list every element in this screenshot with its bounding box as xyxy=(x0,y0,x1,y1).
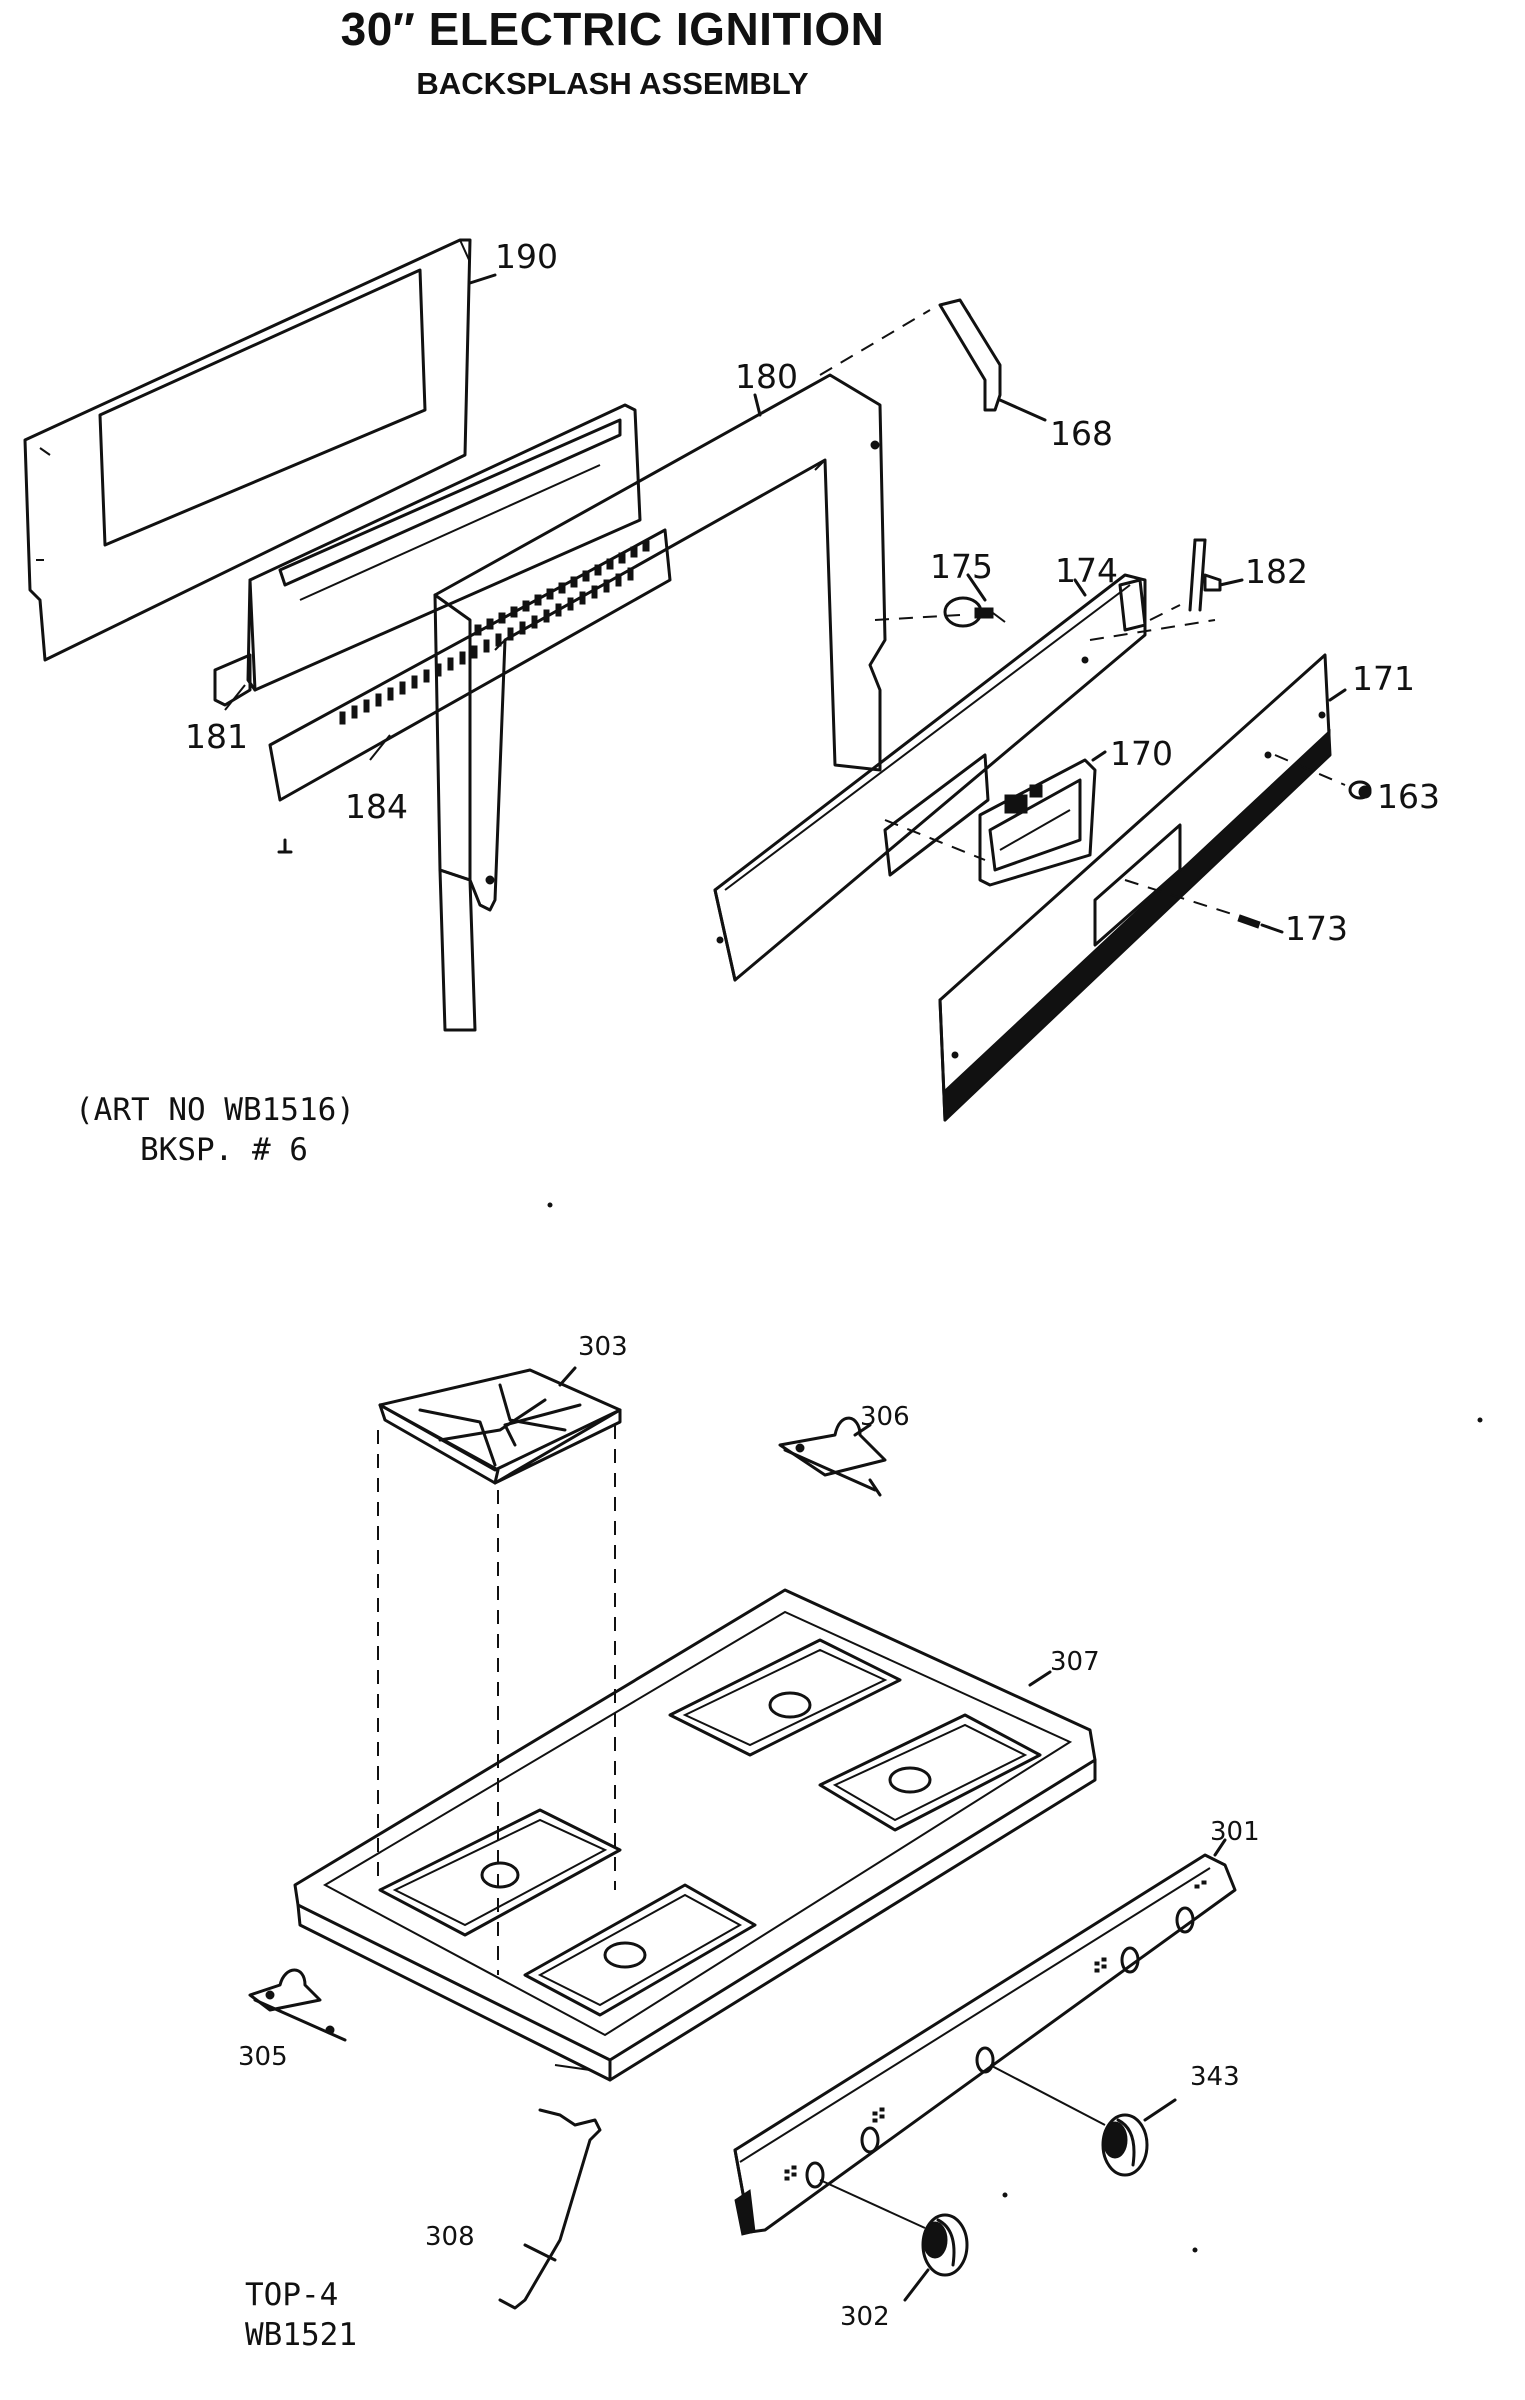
part-343-control-knob xyxy=(989,2064,1177,2177)
label-163: 163 xyxy=(1377,777,1440,816)
part-308-wire-rod xyxy=(498,2108,602,2310)
backsplash-art-number: (ART NO WB1516) xyxy=(75,1092,355,1128)
label-175: 175 xyxy=(930,547,993,586)
part-303-burner-grate xyxy=(378,1366,622,1485)
label-182: 182 xyxy=(1245,552,1308,591)
part-182-bracket xyxy=(1149,538,1244,621)
diagram-title: 30″ ELECTRIC IGNITION xyxy=(340,3,885,55)
label-190: 190 xyxy=(495,237,558,276)
part-301-control-strip xyxy=(733,1838,1237,2236)
speck-mark xyxy=(1002,2192,1008,2198)
speck-mark xyxy=(547,1202,553,1208)
connector-line xyxy=(1089,619,1216,641)
part-306-mounting-bracket xyxy=(778,1416,887,1497)
part-302-control-knob xyxy=(819,2179,969,2302)
label-307: 307 xyxy=(1050,1647,1100,1677)
part-171-front-panel xyxy=(938,653,1347,1122)
label-171: 171 xyxy=(1352,659,1415,698)
label-306: 306 xyxy=(860,1402,910,1432)
label-301: 301 xyxy=(1210,1817,1260,1847)
label-181: 181 xyxy=(185,717,248,756)
label-302: 302 xyxy=(840,2302,890,2332)
speck-mark xyxy=(1192,2247,1198,2253)
label-180: 180 xyxy=(735,357,798,396)
part-170-clock-module xyxy=(978,750,1107,887)
part-163-grommet xyxy=(1274,754,1372,800)
label-173: 173 xyxy=(1285,909,1348,948)
label-308: 308 xyxy=(425,2222,475,2252)
part-174-control-panel xyxy=(713,573,1147,982)
connector-line xyxy=(884,819,986,861)
label-184: 184 xyxy=(345,787,408,826)
part-305-mounting-bracket xyxy=(248,1968,347,2042)
part-175-switch xyxy=(943,573,1006,628)
label-305: 305 xyxy=(238,2042,288,2072)
part-307-cooktop xyxy=(293,1588,1097,2082)
label-303: 303 xyxy=(578,1332,628,1362)
part-190-back-panel xyxy=(23,238,497,662)
top-code: TOP-4 xyxy=(245,2277,338,2313)
label-168: 168 xyxy=(1050,414,1113,453)
part-168-end-cap xyxy=(819,298,1047,422)
part-180-frame xyxy=(433,373,887,1032)
backsplash-code: BKSP. # 6 xyxy=(140,1132,308,1168)
speck-mark xyxy=(1477,1417,1483,1423)
top-art-number: WB1521 xyxy=(245,2317,357,2353)
part-181-rail xyxy=(213,403,642,711)
label-343: 343 xyxy=(1190,2062,1240,2092)
part-173-screw xyxy=(1124,879,1284,934)
diagram-subtitle: BACKSPLASH ASSEMBLY xyxy=(416,66,809,101)
label-170: 170 xyxy=(1110,734,1173,773)
label-174: 174 xyxy=(1055,551,1118,590)
